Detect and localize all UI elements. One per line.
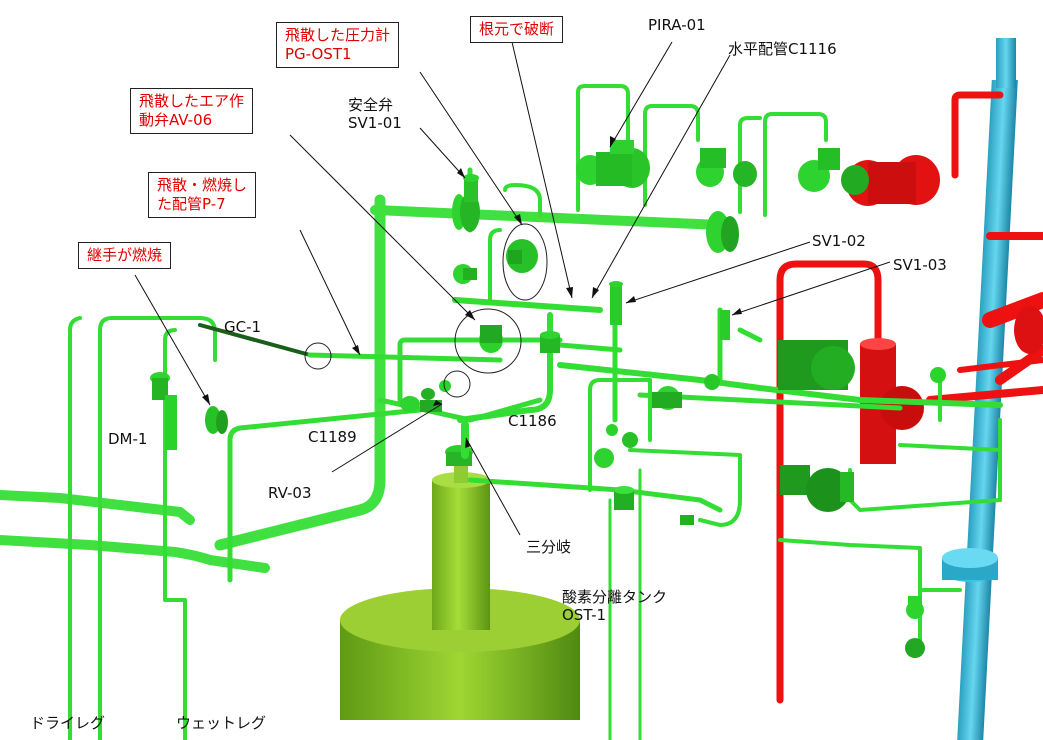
label-wet-leg: ウェットレグ bbox=[176, 714, 267, 732]
label-c1189: C1189 bbox=[308, 428, 357, 446]
callout-pipe-p7-line2: た配管P-7 bbox=[157, 195, 226, 213]
highlight-circles bbox=[304, 223, 548, 398]
label-horizontal-pipe: 水平配管C1116 bbox=[728, 40, 837, 58]
label-three-way: 三分岐 bbox=[526, 538, 572, 556]
label-tank-line1: 酸素分離タンク bbox=[562, 588, 668, 606]
leader-arrowheads bbox=[202, 136, 742, 448]
callout-pressure-gauge: 飛散した圧力計 PG-OST1 bbox=[276, 22, 400, 68]
label-tank-line2: OST-1 bbox=[562, 606, 607, 624]
circle-pg bbox=[502, 223, 548, 301]
label-safety-valve-line1: 安全弁 bbox=[348, 96, 394, 114]
green-piping bbox=[0, 84, 1003, 740]
label-safety-valve: 安全弁 SV1-01 bbox=[348, 96, 402, 132]
callout-root-break-text: 根元で破断 bbox=[479, 20, 555, 38]
label-dry-leg: ドライレグ bbox=[30, 714, 106, 732]
callout-pressure-gauge-line1: 飛散した圧力計 bbox=[285, 26, 391, 44]
red-piping bbox=[776, 91, 1043, 704]
label-c1186: C1186 bbox=[508, 412, 557, 430]
label-sv102: SV1-02 bbox=[812, 232, 866, 250]
callout-joint: 継手が燃焼 bbox=[78, 242, 172, 269]
callout-pipe-p7: 飛散・燃焼し た配管P-7 bbox=[148, 172, 257, 218]
callout-pipe-p7-line1: 飛散・燃焼し bbox=[157, 176, 248, 194]
circle-p7 bbox=[304, 342, 332, 370]
callout-joint-text: 継手が燃焼 bbox=[87, 246, 163, 264]
label-sv103: SV1-03 bbox=[893, 256, 947, 274]
callout-air-valve: 飛散したエア作 動弁AV-06 bbox=[130, 88, 254, 134]
callout-air-valve-line2: 動弁AV-06 bbox=[139, 111, 213, 129]
callout-air-valve-line1: 飛散したエア作 bbox=[139, 92, 245, 110]
label-pira01: PIRA-01 bbox=[648, 16, 706, 34]
circle-joint bbox=[443, 370, 471, 398]
cyan-vertical-pipe bbox=[942, 38, 1018, 740]
green-equipment bbox=[150, 140, 946, 658]
label-dm1: DM-1 bbox=[108, 430, 148, 448]
leader-lines bbox=[134, 41, 891, 536]
circle-av06 bbox=[454, 308, 522, 374]
callout-pressure-gauge-line2: PG-OST1 bbox=[285, 45, 352, 63]
label-safety-valve-line2: SV1-01 bbox=[348, 114, 402, 132]
label-tank: 酸素分離タンク OST-1 bbox=[562, 588, 667, 624]
label-gc1: GC-1 bbox=[224, 318, 262, 336]
label-rv03: RV-03 bbox=[268, 484, 312, 502]
callout-root-break: 根元で破断 bbox=[470, 16, 564, 43]
